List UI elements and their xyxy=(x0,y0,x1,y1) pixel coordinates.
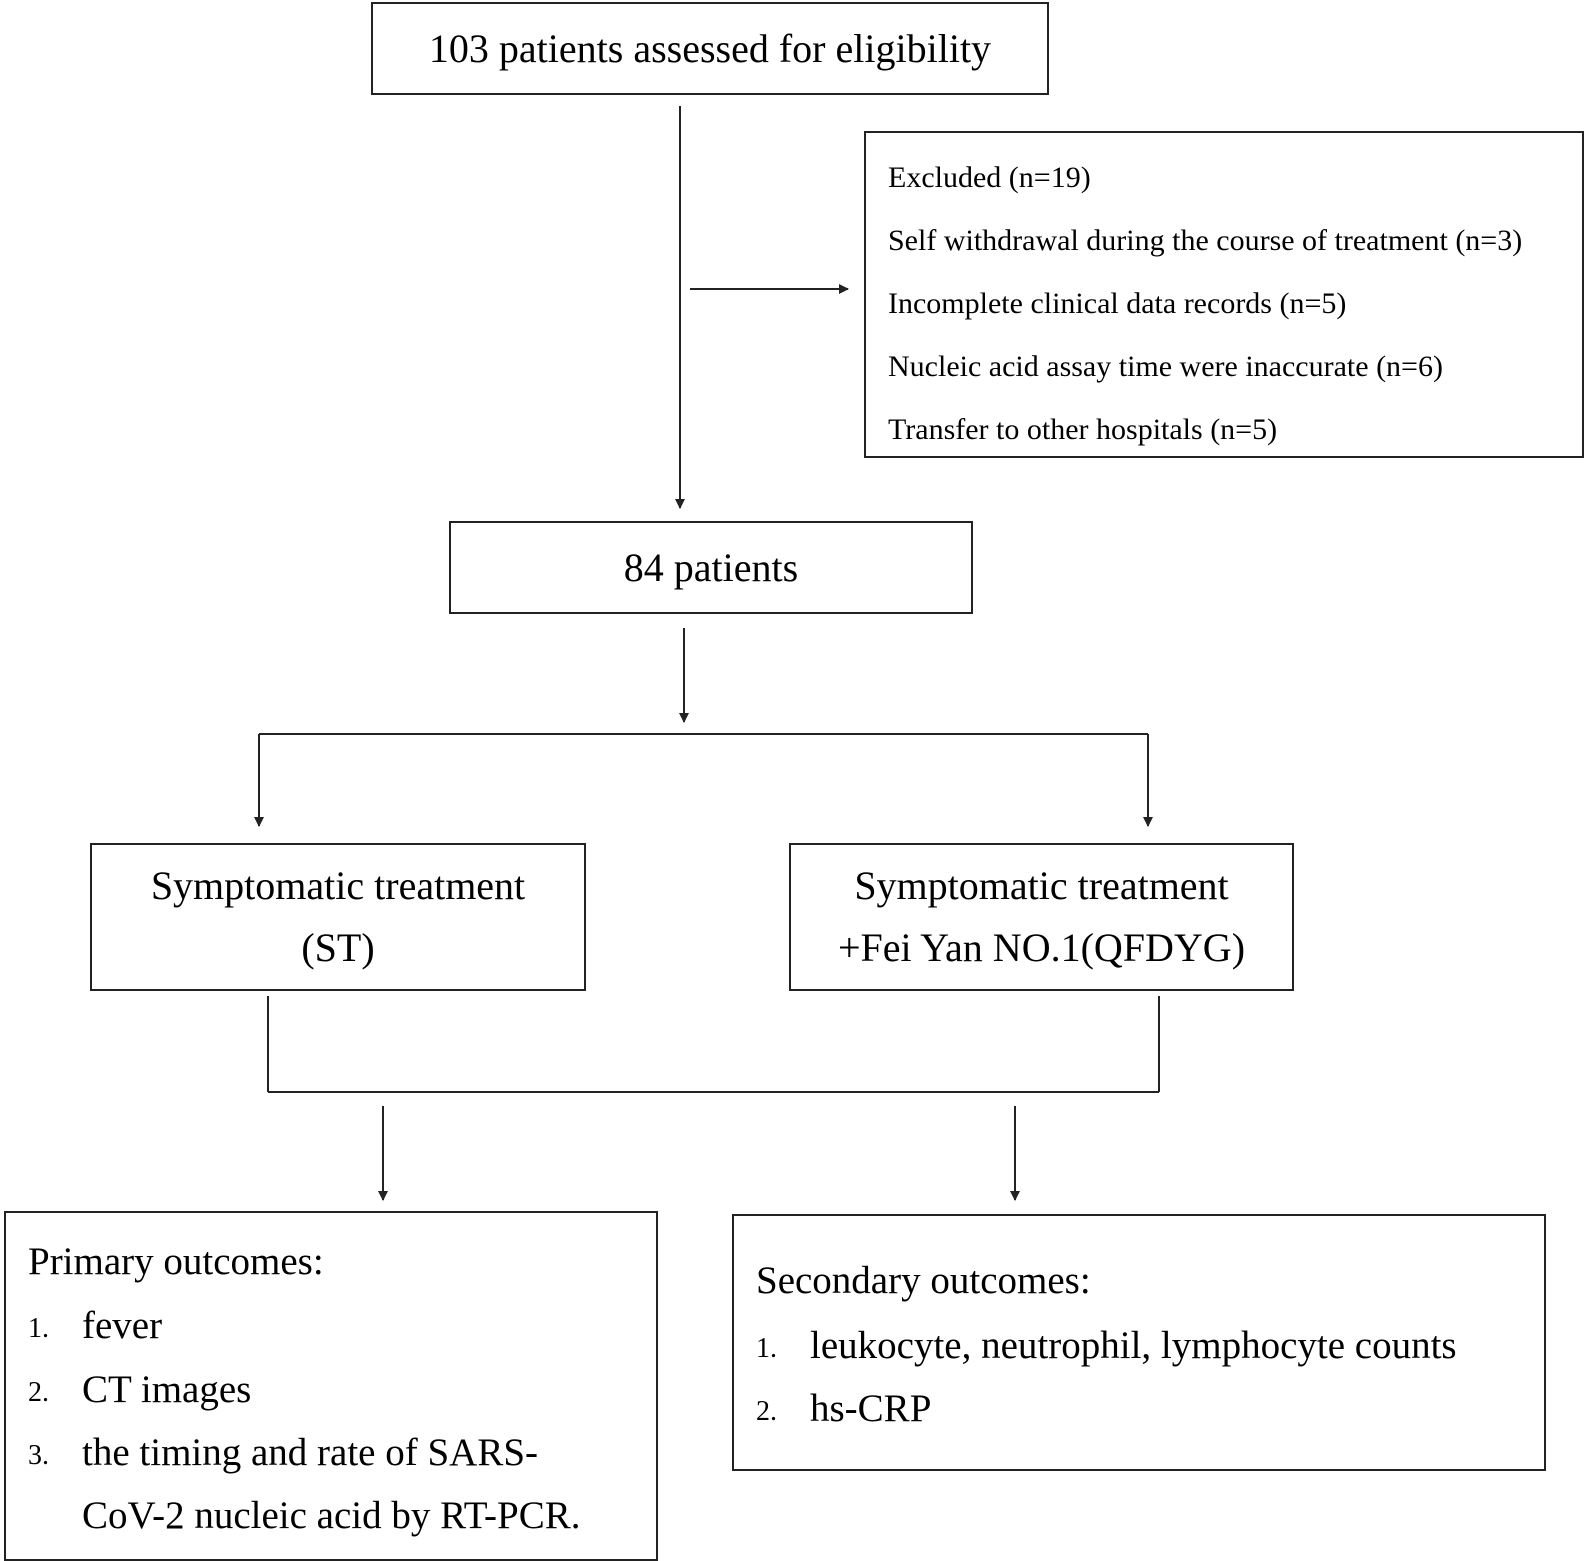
assessed-text: 103 patients assessed for eligibility xyxy=(428,25,992,71)
assessed-box: 103 patients assessed for eligibility xyxy=(371,2,1049,95)
excluded-reason: Transfer to other hospitals (n=5) xyxy=(888,413,1278,446)
patients-text: 84 patients xyxy=(623,544,799,590)
secondary-outcome-item: hs-CRP xyxy=(810,1387,932,1430)
primary-outcomes-box: Primary outcomes: 1. fever 2. CT images … xyxy=(4,1211,658,1561)
excluded-reason: Nucleic acid assay time were inaccurate … xyxy=(888,350,1443,383)
list-number: 2. xyxy=(756,1396,777,1427)
list-number: 1. xyxy=(28,1313,49,1344)
excluded-reason: Self withdrawal during the course of tre… xyxy=(888,224,1523,257)
primary-outcome-item: CT images xyxy=(82,1368,252,1411)
st-group-line1: Symptomatic treatment xyxy=(150,863,526,908)
qfdyg-group-line1: Symptomatic treatment xyxy=(854,863,1229,908)
qfdyg-group-line2: +Fei Yan NO.1(QFDYG) xyxy=(837,925,1246,970)
list-number: 3. xyxy=(28,1440,49,1471)
excluded-box: Excluded (n=19) Self withdrawal during t… xyxy=(864,131,1584,458)
primary-outcome-item: the timing and rate of SARS- xyxy=(82,1431,539,1474)
patients-box: 84 patients xyxy=(449,521,973,614)
primary-outcome-item-continued: CoV-2 nucleic acid by RT-PCR. xyxy=(82,1494,581,1537)
st-group-box: Symptomatic treatment (ST) xyxy=(90,843,586,991)
primary-outcomes-title: Primary outcomes: xyxy=(28,1240,324,1283)
excluded-reason: Incomplete clinical data records (n=5) xyxy=(888,287,1347,320)
secondary-outcomes-title: Secondary outcomes: xyxy=(756,1259,1091,1302)
secondary-outcome-item: leukocyte, neutrophil, lymphocyte counts xyxy=(810,1324,1457,1367)
primary-outcome-item: fever xyxy=(82,1304,163,1347)
secondary-outcomes-box: Secondary outcomes: 1. leukocyte, neutro… xyxy=(732,1214,1546,1471)
qfdyg-group-box: Symptomatic treatment +Fei Yan NO.1(QFDY… xyxy=(789,843,1294,991)
list-number: 2. xyxy=(28,1377,49,1408)
excluded-header: Excluded (n=19) xyxy=(888,161,1091,194)
list-number: 1. xyxy=(756,1333,777,1364)
st-group-line2: (ST) xyxy=(301,925,375,970)
